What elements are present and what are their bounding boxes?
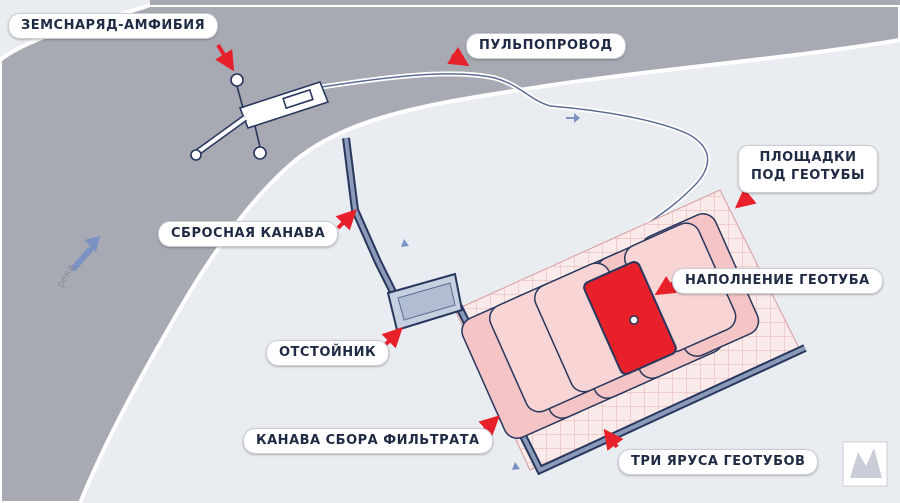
pipeline-flow-arrow-icon: [566, 113, 580, 123]
callout-three-tiers: ТРИ ЯРУСА ГЕОТУБОВ: [618, 449, 819, 475]
callout-geotube-pads: ПЛОЩАДКИ ПОД ГЕОТУБЫ: [738, 145, 879, 193]
callout-geotube-pads-line1: ПЛОЩАДКИ: [759, 150, 857, 165]
discharge-flow-arrow-icon: [401, 239, 409, 247]
callout-settling-tank: ОТСТОЙНИК: [266, 340, 390, 366]
active-geotube-icon: [583, 261, 677, 375]
callout-filtrate-channel: КАНАВА СБОРА ФИЛЬТРАТА: [243, 428, 493, 454]
callout-geotube-pads-line2: ПОД ГЕОТУБЫ: [751, 168, 866, 183]
callout-pipeline: ПУЛЬПОПРОВОД: [466, 33, 626, 59]
callout-discharge-channel: СБРОСНАЯ КАНАВА: [158, 221, 339, 247]
logo-icon: [842, 441, 888, 487]
callout-dredger: ЗЕМСНАРЯД-АМФИБИЯ: [8, 13, 219, 39]
callout-geotube-filling: НАПОЛНЕНИЕ ГЕОТУБА: [672, 268, 883, 294]
callout-arrows: [215, 43, 757, 451]
discharge-channel: [342, 137, 399, 298]
river-flow-arrow-icon: [71, 236, 100, 271]
settling-tank-icon: [386, 272, 464, 332]
dredger-icon: [190, 73, 330, 161]
filtrate-flow-arrow-icon: [512, 462, 520, 470]
